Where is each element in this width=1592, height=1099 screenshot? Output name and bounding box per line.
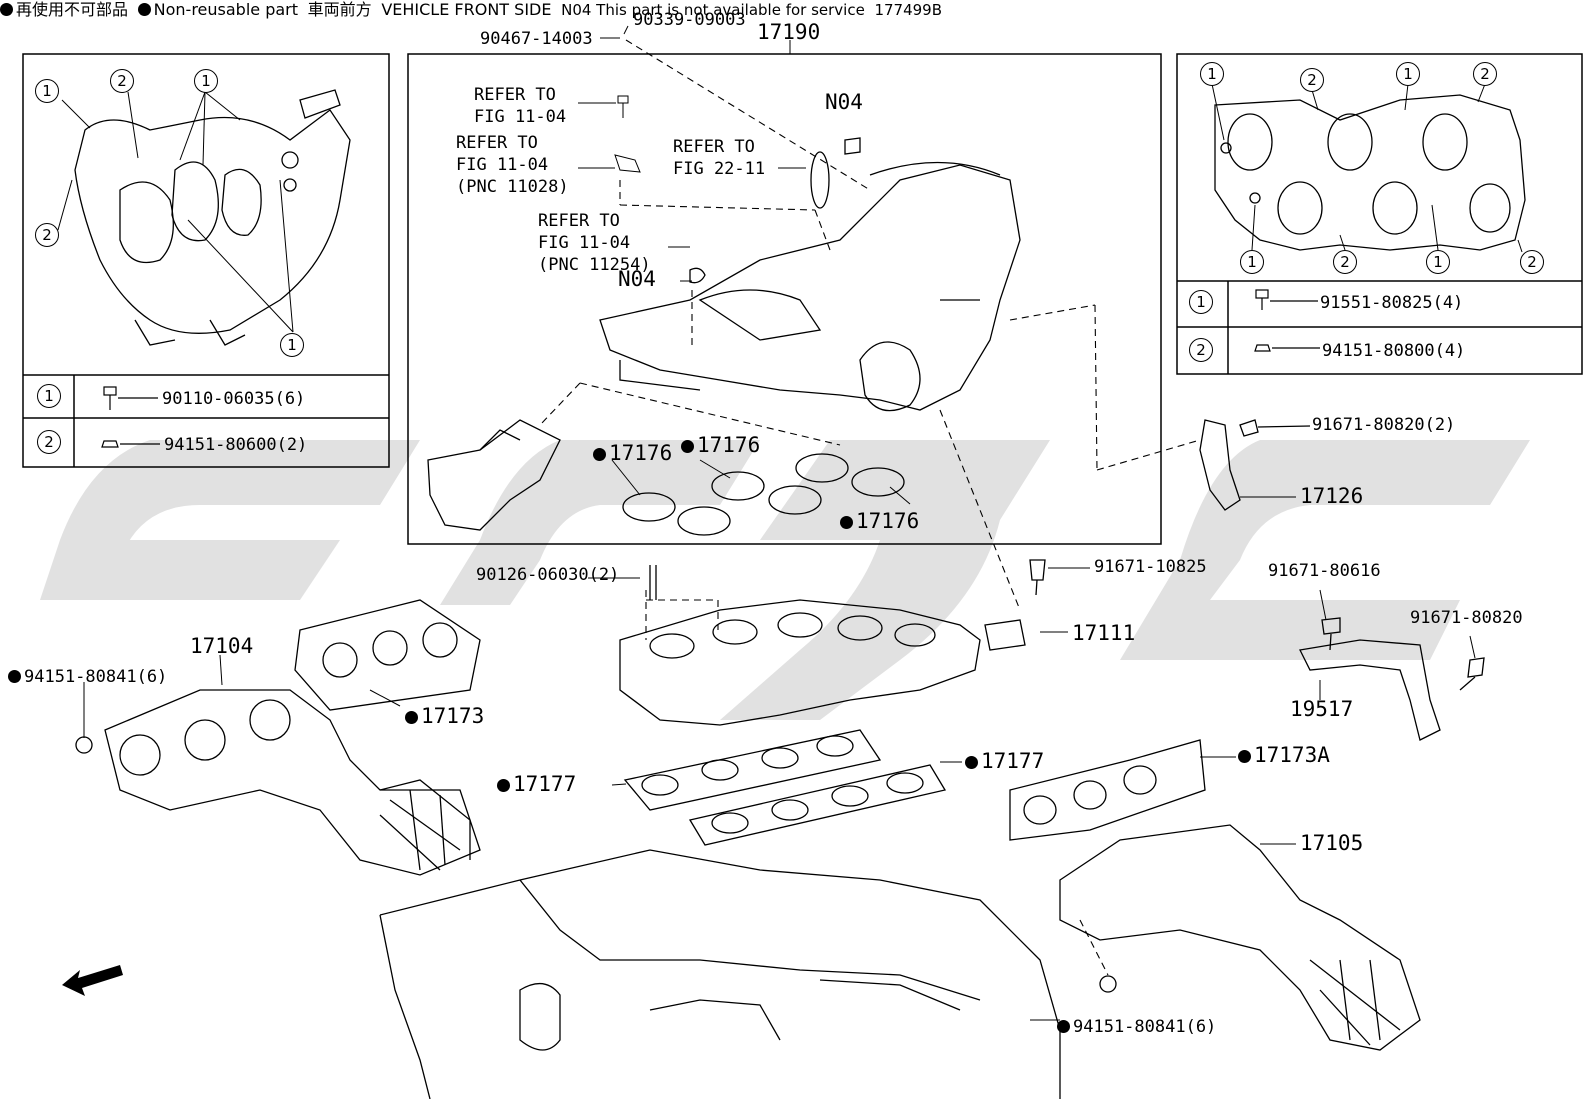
callout-2: 2 bbox=[35, 223, 59, 247]
part-17105: 17105 bbox=[1300, 831, 1364, 855]
legend-key-2: 2 bbox=[1189, 338, 1213, 362]
part-91671-10825: 91671-10825 bbox=[1094, 557, 1207, 577]
part-17177: 17177 bbox=[497, 773, 576, 795]
right-inset-frame bbox=[1176, 53, 1583, 375]
refer-to-fig-22-11: REFER TO FIG 22-11 bbox=[673, 137, 766, 179]
part-94151-80841: 94151-80841(6) bbox=[1057, 1018, 1216, 1036]
part-94151-80841: 94151-80841(6) bbox=[8, 668, 167, 686]
part-17173A: 17173A bbox=[1238, 744, 1330, 766]
callout-1: 1 bbox=[1426, 250, 1450, 274]
n04-label: N04 bbox=[618, 267, 656, 291]
refer-to-fig-11-04-pnc-11254: REFER TO FIG 11-04 (PNC 11254) bbox=[538, 211, 651, 275]
watermark-logo bbox=[40, 440, 1530, 720]
legend-part-90110-06035: 90110-06035(6) bbox=[162, 389, 306, 409]
part-17104: 17104 bbox=[190, 634, 254, 658]
engine-block-sketch bbox=[379, 849, 1061, 1099]
part-17177: 17177 bbox=[965, 750, 1044, 772]
part-90467-14003: 90467-14003 bbox=[480, 29, 593, 49]
callout-1: 1 bbox=[280, 333, 304, 357]
upper-intake-frame bbox=[407, 53, 1162, 545]
left-inset-frame bbox=[22, 53, 390, 468]
lower-intake-sketch bbox=[619, 559, 1046, 726]
callout-1: 1 bbox=[1240, 250, 1264, 274]
exhaust-manifold-17105 bbox=[1009, 739, 1421, 1051]
legend-part-94151-80600: 94151-80600(2) bbox=[164, 435, 308, 455]
callout-2: 2 bbox=[1520, 250, 1544, 274]
callout-2: 2 bbox=[110, 69, 134, 93]
brackets bbox=[1199, 419, 1485, 741]
part-91671-80820-2: 91671-80820(2) bbox=[1312, 415, 1456, 435]
intake-plenum-sketch bbox=[427, 137, 1021, 531]
left-manifold-sketch bbox=[74, 89, 351, 346]
front-side-note-en: VEHICLE FRONT SIDE bbox=[381, 0, 552, 19]
legend-part-94151-80800: 94151-80800(4) bbox=[1322, 341, 1466, 361]
part-17190: 17190 bbox=[757, 20, 821, 44]
n04-label: N04 bbox=[825, 90, 863, 114]
callout-2: 2 bbox=[1473, 62, 1497, 86]
part-17176: 17176 bbox=[681, 434, 760, 456]
callout-1: 1 bbox=[194, 69, 218, 93]
gaskets-17177 bbox=[623, 729, 947, 846]
nonreusable-note-jp: 再使用不可部品 bbox=[0, 0, 128, 19]
refer-to-fig-11-04-pnc-11028: REFER TO FIG 11-04 (PNC 11028) bbox=[456, 133, 569, 197]
part-91671-80616: 91671-80616 bbox=[1268, 561, 1381, 581]
legend-key-1: 1 bbox=[1189, 290, 1213, 314]
callout-1: 1 bbox=[1396, 62, 1420, 86]
legend-key-1: 1 bbox=[37, 384, 61, 408]
nonreusable-note-en: Non-reusable part bbox=[138, 0, 298, 19]
part-19517: 19517 bbox=[1290, 697, 1354, 721]
part-17173: 17173 bbox=[405, 705, 484, 727]
callout-1: 1 bbox=[1200, 62, 1224, 86]
gaskets-17176 bbox=[622, 453, 905, 536]
front-side-note-jp: 車両前方 bbox=[307, 0, 372, 19]
part-90339-09003: 90339-09003 bbox=[633, 10, 746, 30]
right-gasket-sketch bbox=[1214, 94, 1526, 251]
part-17126: 17126 bbox=[1300, 484, 1364, 508]
part-90126-06030: 90126-06030(2) bbox=[476, 565, 620, 585]
diagram-code: 177499B bbox=[874, 1, 943, 19]
part-91671-80820: 91671-80820 bbox=[1410, 608, 1523, 628]
vehicle-front-arrow-icon bbox=[62, 965, 123, 996]
callout-2: 2 bbox=[1300, 68, 1324, 92]
part-17176: 17176 bbox=[593, 442, 672, 464]
callout-1: 1 bbox=[35, 79, 59, 103]
legend-part-91551-80825: 91551-80825(4) bbox=[1320, 293, 1464, 313]
refer-to-fig-11-04: REFER TO FIG 11-04 bbox=[474, 85, 567, 127]
part-17111: 17111 bbox=[1072, 621, 1136, 645]
exhaust-manifold-17104 bbox=[75, 599, 481, 876]
legend-key-2: 2 bbox=[37, 430, 61, 454]
callout-2: 2 bbox=[1333, 250, 1357, 274]
n04-service-note: N04 This part is not available for servi… bbox=[561, 1, 865, 19]
part-17176: 17176 bbox=[840, 510, 919, 532]
